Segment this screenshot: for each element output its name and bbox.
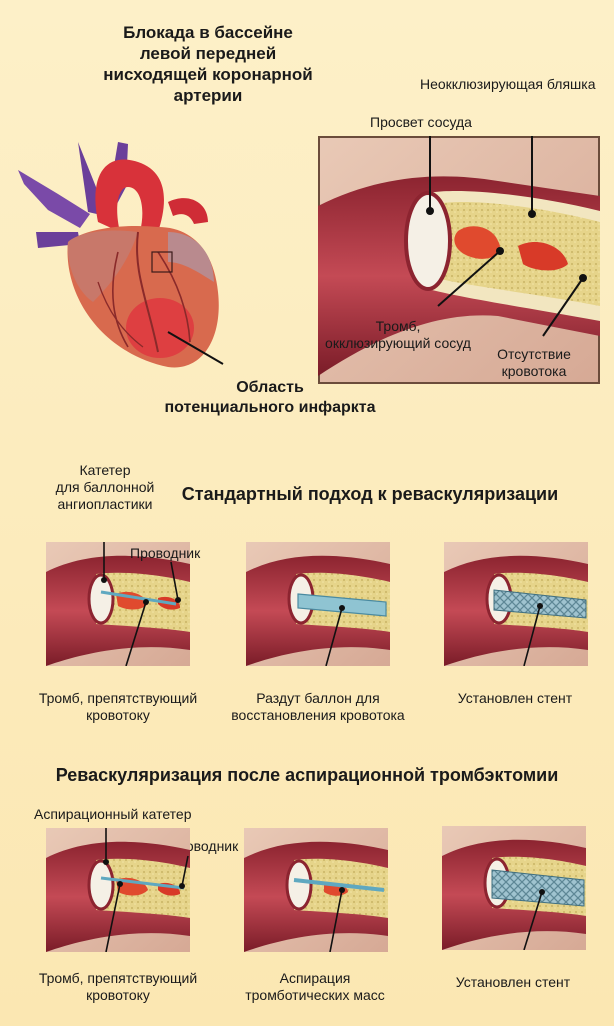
standard-guidewire-label: Проводник — [130, 545, 200, 562]
aspiration-panel-1-caption-line-1: Тромб, препятствующий — [28, 970, 208, 987]
diagram-title: Блокада в бассейне левой передней нисход… — [88, 22, 328, 106]
aspiration-section-title: Реваскуляризация после аспирационной тро… — [20, 764, 594, 786]
standard-section-title: Стандартный подход к реваскуляризации — [180, 483, 560, 505]
standard-panel-3-caption-line-1: Установлен стент — [440, 690, 590, 707]
callout-noflow-line-2: кровотока — [484, 363, 584, 380]
heart-illustration — [18, 132, 238, 382]
callout-plaque: Неокклюзирующая бляшка — [420, 76, 596, 93]
callout-lumen: Просвет сосуда — [370, 114, 472, 131]
aspiration-panel-2-caption: Аспирация тромботических масс — [230, 970, 400, 1004]
standard-panel-1-caption-line-2: кровотоку — [28, 707, 208, 724]
aspiration-panel-2-caption-line-2: тромботических масс — [230, 987, 400, 1004]
callout-noflow-line-1: Отсутствие — [484, 346, 584, 363]
balloon-catheter-line-2: для баллонной — [50, 479, 160, 496]
aspiration-panel-3-caption-line-1: Установлен стент — [438, 974, 588, 991]
callout-thrombus-line-1: Тромб, — [318, 318, 478, 335]
infarct-label-line-2: потенциального инфаркта — [150, 398, 390, 418]
infarct-label: Область потенциального инфаркта — [150, 378, 390, 418]
balloon-catheter-line-3: ангиопластики — [50, 496, 160, 513]
standard-panel-2-caption-line-2: восстановления кровотока — [218, 707, 418, 724]
aspiration-panel-2 — [244, 828, 388, 952]
aspiration-panel-2-caption-line-1: Аспирация — [230, 970, 400, 987]
standard-panel-1-caption-line-1: Тромб, препятствующий — [28, 690, 208, 707]
aspiration-panel-1 — [46, 828, 190, 952]
title-line-4: артерии — [88, 85, 328, 106]
balloon-catheter-label: Катетер для баллонной ангиопластики — [50, 462, 160, 513]
callout-noflow: Отсутствие кровотока — [484, 346, 584, 380]
title-line-1: Блокада в бассейне — [88, 22, 328, 43]
standard-panel-3-caption: Установлен стент — [440, 690, 590, 707]
standard-panel-2-caption: Раздут баллон для восстановления кровото… — [218, 690, 418, 724]
callout-thrombus: Тромб, окклюзирующий сосуд — [318, 318, 478, 352]
standard-panel-3 — [444, 542, 588, 666]
aspiration-catheter-label: Аспирационный катетер — [34, 806, 192, 823]
standard-panel-2 — [246, 542, 390, 666]
callout-thrombus-line-2: окклюзирующий сосуд — [318, 335, 478, 352]
standard-panel-2-caption-line-1: Раздут баллон для — [218, 690, 418, 707]
standard-panel-1-caption: Тромб, препятствующий кровотоку — [28, 690, 208, 724]
title-line-3: нисходящей коронарной — [88, 64, 328, 85]
aspiration-panel-3-caption: Установлен стент — [438, 974, 588, 991]
aspiration-panel-3 — [442, 826, 586, 950]
aspiration-panel-1-caption-line-2: кровотоку — [28, 987, 208, 1004]
balloon-catheter-line-1: Катетер — [50, 462, 160, 479]
aspiration-panel-1-caption: Тромб, препятствующий кровотоку — [28, 970, 208, 1004]
title-line-2: левой передней — [88, 43, 328, 64]
